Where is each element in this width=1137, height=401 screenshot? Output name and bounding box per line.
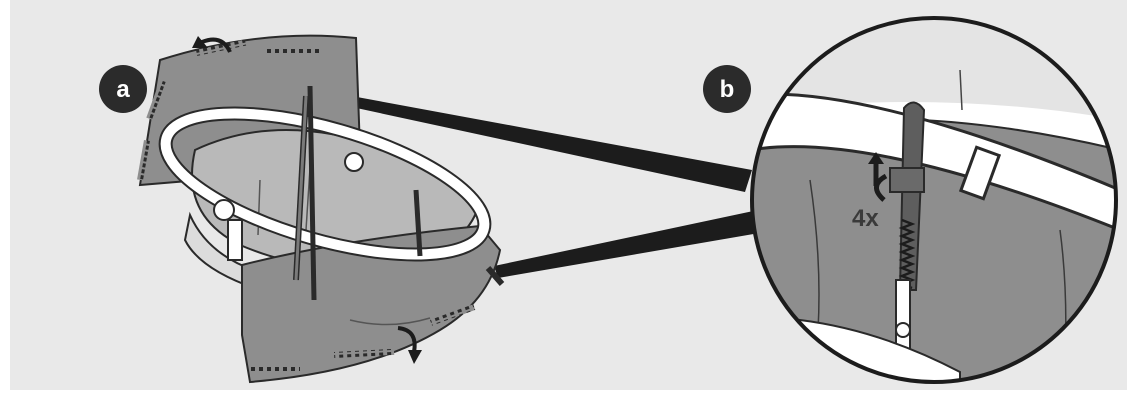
step-a-label: a [116,76,130,103]
detail-circle [750,16,1118,384]
rotate-arrow-icon [868,152,888,202]
step-b-label: b [720,76,735,103]
curved-arrow-icon [397,326,422,364]
assembly-figure: a [10,0,1127,390]
step-b-badge: b [703,65,751,113]
assembly-illustration: a [99,16,1118,384]
zoom-callout [308,88,765,278]
curved-arrow-icon [192,36,232,53]
repeat-count-label: 4x [852,205,879,232]
strap-spring [898,218,916,290]
step-a-badge: a [99,65,147,113]
bassinet-illustration [137,34,505,384]
